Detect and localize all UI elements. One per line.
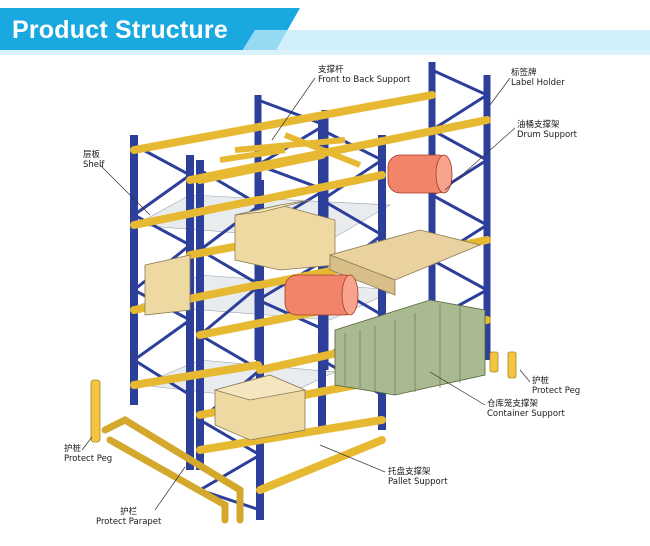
protect-pegs [90, 351, 517, 443]
front-to-back-supports [219, 132, 362, 168]
label-container-support: 仓库笼支撑架 Container Support [487, 399, 565, 419]
label-en: Protect Peg [64, 454, 113, 464]
wire-container [334, 299, 486, 396]
leader-lines [81, 77, 531, 511]
label-protect-parapet: 护栏 Protect Parapet [96, 507, 161, 527]
label-protect-peg-right: 护桩 Protect Peg [532, 376, 580, 396]
label-front-to-back-support: 支撑杆 Front to Back Support [318, 65, 410, 85]
label-drum-support: 油桶支撑架 Drum Support [517, 120, 577, 140]
label-shelf: 层板 Shelf [83, 150, 104, 170]
protect-parapet [101, 416, 244, 524]
label-en: Protect Peg [532, 386, 581, 396]
board-stack [328, 229, 482, 296]
label-zh: 护栏 [120, 507, 138, 517]
label-label-holder: 标签牌 Label Holder [511, 68, 565, 88]
label-en: Drum Support [517, 130, 578, 140]
label-protect-peg-left: 护桩 Protect Peg [64, 444, 112, 464]
label-zh: 油桶支撑架 [517, 120, 560, 130]
label-en: Label Holder [511, 78, 565, 88]
drums [284, 154, 453, 316]
label-zh: 护桩 [64, 444, 82, 454]
label-en: Shelf [83, 160, 105, 170]
label-en: Pallet Support [388, 477, 448, 487]
label-zh: 层板 [83, 150, 101, 160]
label-zh: 护桩 [532, 376, 550, 386]
label-zh: 标签牌 [511, 68, 537, 78]
label-en: Front to Back Support [318, 75, 411, 85]
header-banner: Product Structure [0, 0, 650, 62]
label-zh: 托盘支撑架 [388, 467, 431, 477]
label-en: Protect Parapet [96, 517, 162, 527]
label-zh: 仓库笼支撑架 [487, 399, 539, 409]
header-banner-graphic [0, 8, 650, 55]
cardboard-boxes [144, 199, 336, 441]
label-pallet-support: 托盘支撑架 Pallet Support [388, 467, 448, 487]
label-zh: 支撑杆 [318, 65, 344, 75]
page-title: Product Structure [12, 16, 228, 44]
label-en: Container Support [487, 409, 565, 419]
